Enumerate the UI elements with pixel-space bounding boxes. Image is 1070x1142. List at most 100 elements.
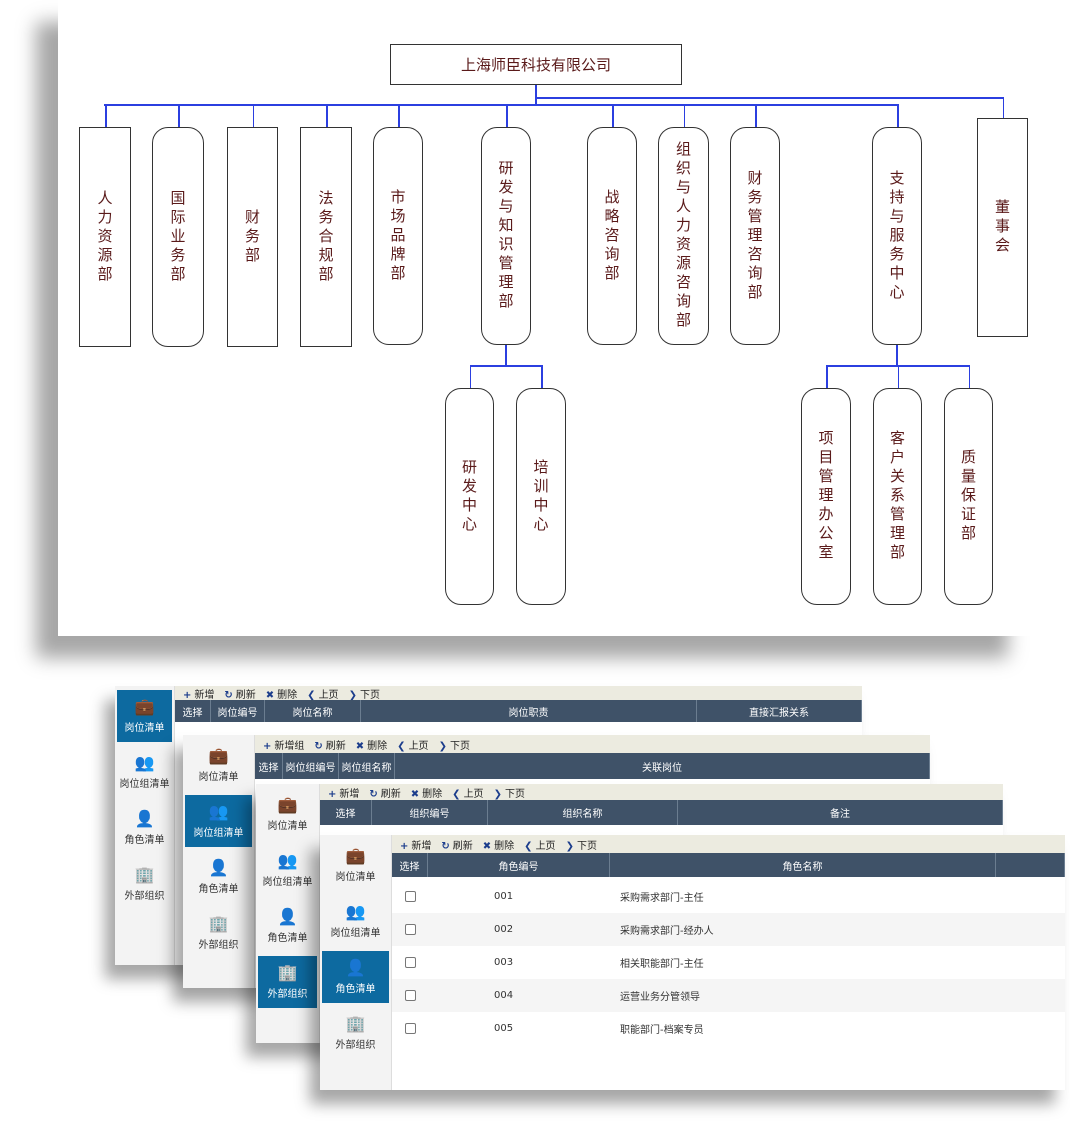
role-code: 001: [494, 891, 514, 902]
building-icon: 🏢: [208, 913, 229, 933]
column-header[interactable]: 岗位名称: [265, 700, 361, 722]
column-header[interactable]: 关联岗位: [395, 753, 930, 779]
connector-line: [896, 345, 898, 365]
select-cell: [392, 990, 428, 1001]
connector-line: [252, 104, 254, 127]
briefcase-icon: 💼: [277, 794, 298, 814]
toolbar-label: 刷新: [380, 788, 401, 800]
next-page-button[interactable]: ❯下页: [494, 785, 525, 800]
next-page-button[interactable]: ❯下页: [566, 837, 597, 852]
table-header: 选择岗位编号岗位名称岗位职责直接汇报关系: [175, 700, 862, 722]
sidebar-item[interactable]: 💼岗位清单: [185, 739, 252, 791]
toolbar-label: 新增: [411, 840, 432, 852]
row-checkbox[interactable]: [404, 1023, 416, 1034]
users-icon: 👥: [345, 901, 366, 921]
sidebar: 💼岗位清单👥岗位组清单👤角色清单 🏢 外部组织: [183, 735, 255, 988]
prev-page-button[interactable]: ❮上页: [452, 785, 483, 800]
column-header[interactable]: 岗位编号: [211, 700, 265, 722]
row-checkbox[interactable]: [404, 957, 416, 968]
role-name: 相关职能部门-主任: [620, 959, 704, 970]
delete-button[interactable]: ✖删除: [266, 686, 297, 701]
sidebar-item[interactable]: 👥岗位组清单: [117, 746, 172, 798]
connector-line: [541, 365, 543, 388]
sidebar-item[interactable]: 🏢外部组织: [322, 1007, 389, 1059]
sidebar-item[interactable]: 👤角色清单: [258, 900, 317, 952]
sidebar-item[interactable]: 👥 岗位组清单: [322, 895, 389, 947]
sidebar-item-label: 外部组织: [267, 988, 308, 1000]
list-window: 💼岗位清单👥岗位组清单👤角色清单🏢外部组织+新增↻刷新✖删除❮上页❯下页选择角色…: [320, 835, 1065, 1090]
org-node: 培训中心: [516, 388, 566, 605]
column-header[interactable]: 备注: [678, 800, 1003, 825]
sidebar-item[interactable]: 💼 岗位清单: [322, 839, 389, 891]
sidebar-item[interactable]: 👥岗位组清单: [185, 795, 252, 847]
column-header[interactable]: 岗位组编号: [283, 753, 339, 779]
table-header: 选择岗位组编号岗位组名称关联岗位: [255, 753, 930, 779]
toolbar-label: 新增组: [274, 740, 305, 752]
org-node: 财务管理咨询部: [730, 127, 780, 345]
column-header[interactable]: 选择: [320, 800, 372, 825]
next-page-button[interactable]: ❯下页: [439, 737, 470, 752]
user-icon: 👤: [277, 906, 298, 926]
next-page-button[interactable]: ❯下页: [349, 686, 380, 701]
add-button[interactable]: +新增: [183, 686, 214, 701]
toolbar: +新增 ↻刷新 ✖删除 ❮上页 ❯下页: [175, 686, 862, 701]
sidebar-item-label: 外部组织: [198, 939, 239, 951]
column-header[interactable]: 选择: [175, 700, 211, 722]
column-header[interactable]: 角色编号: [428, 853, 610, 877]
add-button[interactable]: +新增: [328, 785, 359, 800]
prev-page-button[interactable]: ❮上页: [397, 737, 428, 752]
sidebar-item[interactable]: 🏢外部组织: [117, 858, 172, 910]
org-node: 市场品牌部: [373, 127, 423, 345]
row-checkbox[interactable]: [404, 990, 416, 1001]
delete-icon: ✖: [410, 788, 420, 800]
column-header[interactable]: 岗位职责: [361, 700, 697, 722]
refresh-button[interactable]: ↻刷新: [224, 686, 255, 701]
sidebar-item[interactable]: 👤角色清单: [322, 951, 389, 1003]
refresh-button[interactable]: ↻刷新: [314, 737, 345, 752]
connector-line: [469, 365, 541, 367]
refresh-button[interactable]: ↻刷新: [441, 837, 472, 852]
prev-page-button[interactable]: ❮上页: [524, 837, 555, 852]
connector-line: [178, 104, 180, 127]
sidebar-item[interactable]: 👥岗位组清单: [258, 844, 317, 896]
org-node: 战略咨询部: [587, 127, 637, 345]
column-header[interactable]: 组织名称: [488, 800, 678, 825]
column-header[interactable]: 岗位组名称: [339, 753, 395, 779]
toolbar-label: 刷新: [325, 740, 346, 752]
sidebar-item[interactable]: 👤角色清单: [117, 802, 172, 854]
delete-button[interactable]: ✖删除: [356, 737, 387, 752]
briefcase-icon: 💼: [345, 845, 366, 865]
add-button[interactable]: +新增: [400, 837, 431, 852]
column-header[interactable]: 直接汇报关系: [697, 700, 862, 722]
toolbar-label: 删除: [494, 840, 515, 852]
add-icon: +: [328, 788, 337, 800]
column-header[interactable]: [996, 853, 1065, 877]
sidebar-item[interactable]: 💼岗位清单: [117, 690, 172, 742]
row-checkbox[interactable]: [404, 924, 416, 935]
sidebar-item-label: 岗位清单: [267, 820, 308, 832]
delete-button[interactable]: ✖删除: [483, 837, 514, 852]
toolbar-label: 新增: [339, 788, 360, 800]
role-name: 采购需求部门-主任: [620, 893, 704, 904]
column-header[interactable]: 角色名称: [610, 853, 996, 877]
row-checkbox[interactable]: [404, 891, 416, 902]
sidebar-item[interactable]: 🏢外部组织: [258, 956, 317, 1008]
column-header[interactable]: 选择: [255, 753, 283, 779]
toolbar-label: 删除: [367, 740, 388, 752]
refresh-button[interactable]: ↻刷新: [369, 785, 400, 800]
prev-page-icon: ❮: [524, 840, 533, 852]
delete-button[interactable]: ✖删除: [411, 785, 442, 800]
prev-page-button[interactable]: ❮上页: [307, 686, 338, 701]
add-button[interactable]: +新增组: [263, 737, 304, 752]
sidebar-item-label: 岗位组清单: [330, 927, 381, 939]
briefcase-icon: 💼: [134, 696, 155, 716]
sidebar-item-label: 岗位清单: [335, 871, 376, 883]
sidebar: 💼 岗位清单 👥 岗位组清单 👤角色清单🏢外部组织: [320, 835, 392, 1090]
connector-line: [104, 104, 897, 106]
sidebar-item[interactable]: 💼 岗位清单: [258, 788, 317, 840]
sidebar-item[interactable]: 🏢 外部组织: [185, 907, 252, 959]
column-header[interactable]: 选择: [392, 853, 428, 877]
sidebar-item[interactable]: 👤角色清单: [185, 851, 252, 903]
column-header[interactable]: 组织编号: [372, 800, 488, 825]
connector-line: [826, 365, 828, 388]
